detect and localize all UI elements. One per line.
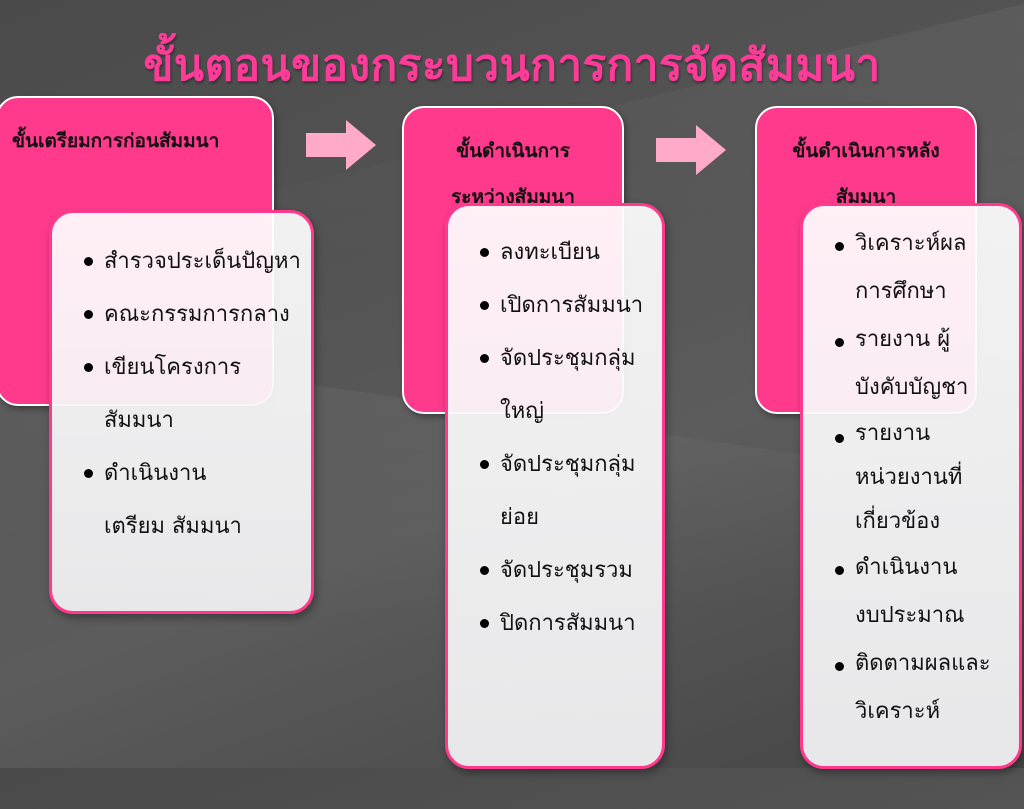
stage-1-heading-line: ขั้นเตรียมการก่อนสัมมนา xyxy=(12,130,220,152)
stage-1-body: สำรวจประเด็นปัญหา คณะกรรมการกลาง เขียนโค… xyxy=(49,210,314,614)
stage-2-heading-line: ระหว่างสัมมนา xyxy=(451,186,575,208)
stage-1-list: สำรวจประเด็นปัญหา คณะกรรมการกลาง เขียนโค… xyxy=(82,235,301,553)
list-item: เขียนโครงการสัมมนา xyxy=(82,341,301,447)
list-item: วิเคราะห์ผล การศึกษา xyxy=(833,220,985,316)
stage-2-list: ลงทะเบียน เปิดการสัมมนา จัดประชุมกลุ่ม ใ… xyxy=(478,226,656,650)
list-item: ติดตามผลและ วิเคราะห์ xyxy=(833,640,1005,736)
stage-3-body: วิเคราะห์ผล การศึกษา รายงาน ผู้บังคับบัญ… xyxy=(800,203,1022,769)
list-item: ปิดการสัมมนา xyxy=(478,597,656,650)
stage-2-heading-line: ขั้นดำเนินการ xyxy=(456,140,570,162)
list-item: จัดประชุมรวม xyxy=(478,544,656,597)
stage-3-list: วิเคราะห์ผล การศึกษา รายงาน ผู้บังคับบัญ… xyxy=(833,220,1015,736)
list-item: จัดประชุมกลุ่ม ใหญ่ xyxy=(478,332,640,438)
arrow-right-icon xyxy=(306,120,376,170)
list-item: ลงทะเบียน xyxy=(478,226,656,279)
list-item: รายงาน ผู้บังคับบัญชา xyxy=(833,316,985,412)
list-item: สำรวจประเด็นปัญหา xyxy=(82,235,301,288)
list-item: คณะกรรมการกลาง xyxy=(82,288,301,341)
stage-3-heading-line: ขั้นดำเนินการหลัง xyxy=(792,140,940,162)
stage-3-heading-line: สัมมนา xyxy=(835,186,897,208)
list-item: ดำเนินงาน งบประมาณ xyxy=(833,544,985,640)
slide-title: ขั้นตอนของกระบวนการการจัดสัมมนา xyxy=(143,40,881,91)
list-item: จัดประชุมกลุ่ม ย่อย xyxy=(478,438,640,544)
list-item: เปิดการสัมมนา xyxy=(478,279,656,332)
list-item: รายงาน หน่วยงานที่ เกี่ยวข้อง xyxy=(833,412,985,544)
arrow-right-icon xyxy=(656,125,726,175)
stage-2-body: ลงทะเบียน เปิดการสัมมนา จัดประชุมกลุ่ม ใ… xyxy=(445,203,665,769)
list-item: ดำเนินงานเตรียม สัมมนา xyxy=(82,447,264,553)
